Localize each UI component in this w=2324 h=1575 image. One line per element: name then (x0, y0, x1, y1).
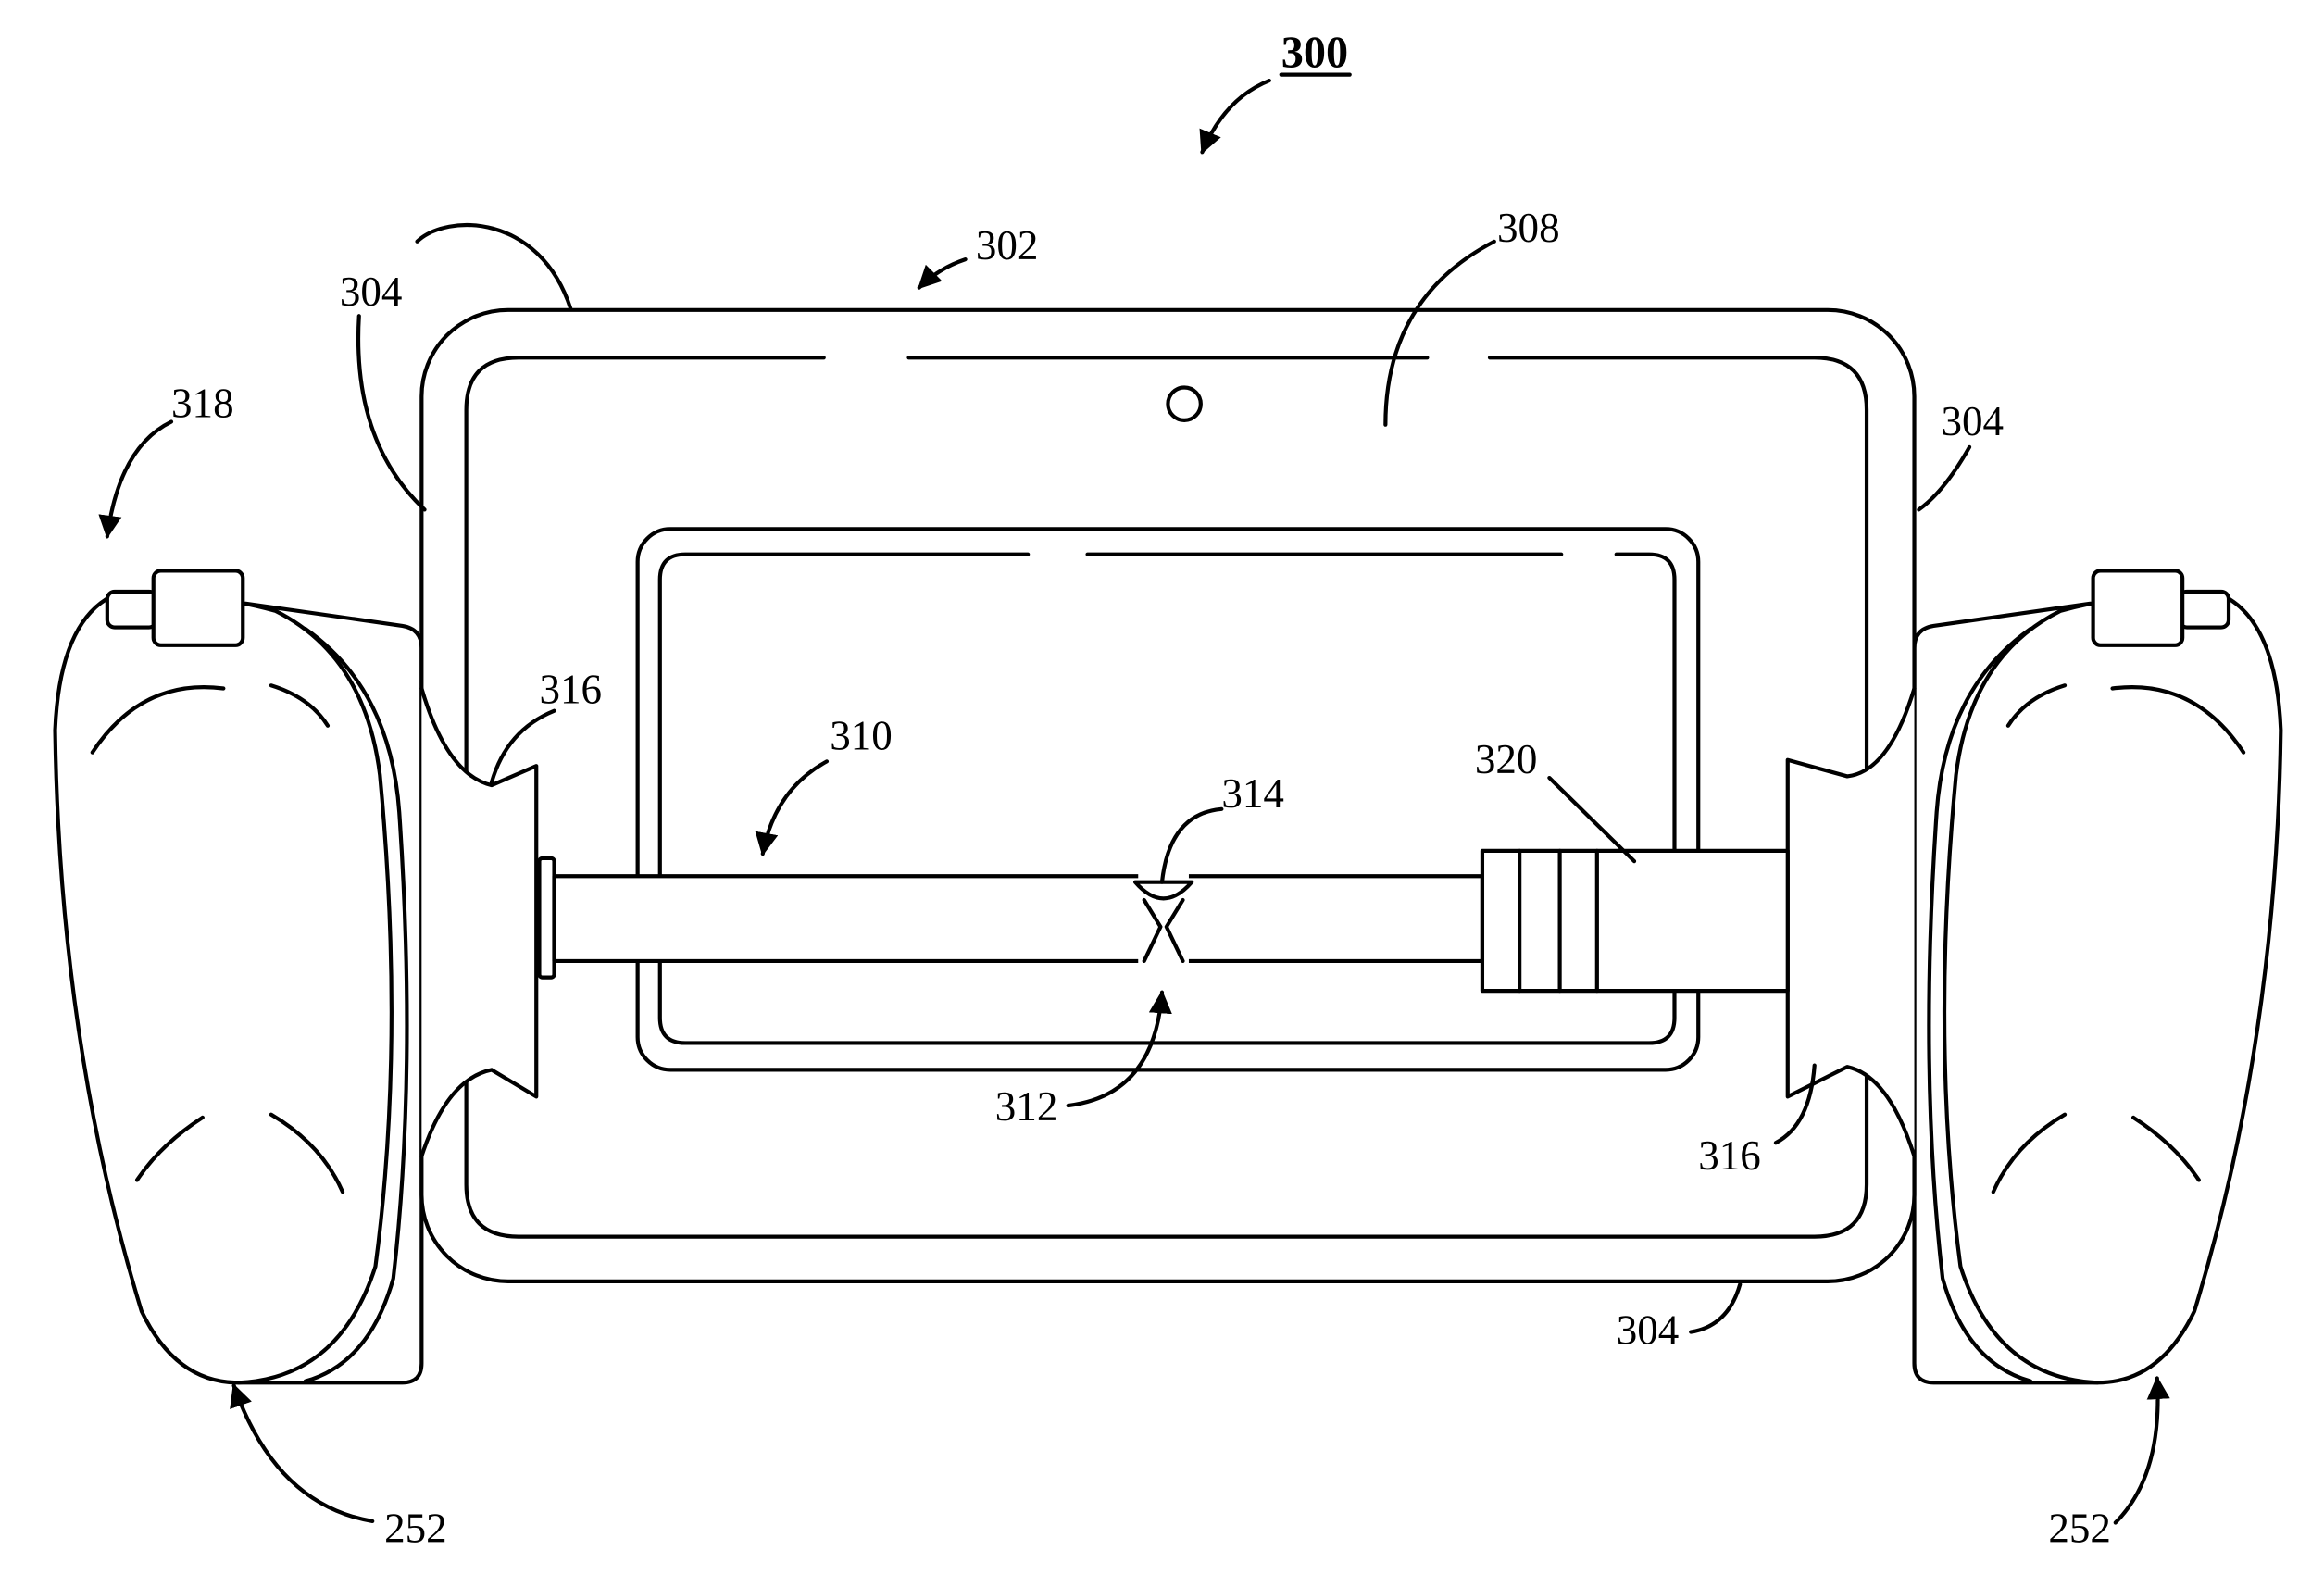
callout-252-left: 252 (384, 1505, 447, 1551)
leader-304-top-left (356, 314, 427, 512)
leader-320 (1547, 775, 1637, 864)
leader-304-bottom (1689, 1282, 1743, 1334)
callout-252-right: 252 (2048, 1505, 2111, 1551)
right-grip (1912, 569, 2283, 1385)
callout-302: 302 (976, 222, 1039, 269)
leader-252-right-arrow (2113, 1375, 2170, 1525)
left-clamp-fill (421, 688, 537, 1156)
leader-316-right (1773, 1063, 1817, 1145)
callout-314: 314 (1221, 770, 1284, 817)
bar (552, 874, 1485, 964)
right-grip-trigger-tab (2177, 589, 2231, 630)
left-grip-lower-contour-left (134, 1115, 205, 1182)
device-body-outer (419, 307, 1917, 1283)
callout-308: 308 (1497, 205, 1560, 251)
left-grip-upper-contour-small (269, 683, 331, 728)
callout-318: 318 (171, 381, 234, 427)
right-clamp-fill (1787, 688, 1915, 1156)
connector-block (1480, 848, 1790, 994)
left-grip-upper-contour (90, 685, 226, 755)
right-grip-lower-contour-left (2130, 1115, 2201, 1182)
right-grip-side-contour (1927, 627, 2033, 1383)
leader-302-arrow (917, 257, 968, 290)
callout-316-right: 316 (1698, 1132, 1761, 1179)
bar-end-flange (537, 856, 556, 980)
screen-inner (657, 552, 1677, 1045)
right-grip-upper-contour-small (2005, 683, 2068, 728)
callout-312: 312 (995, 1083, 1058, 1130)
callout-316-left: 316 (539, 667, 602, 713)
right-grip-trigger (2091, 569, 2185, 647)
callout-304-right: 304 (1941, 398, 2004, 444)
bar-notch-dome (1132, 880, 1194, 901)
leader-314 (1159, 806, 1224, 884)
right-grip-front-face (1942, 592, 2283, 1385)
left-grip-side-contour (303, 627, 409, 1383)
leader-316-left (489, 708, 556, 784)
device-body-inner-outline (464, 356, 1869, 1239)
left-grip-trigger-tab (105, 589, 159, 630)
leader-304-top-arc (415, 223, 573, 311)
leader-304-right (1917, 444, 1972, 512)
camera-icon (1166, 385, 1203, 422)
left-grip-front-face (53, 592, 394, 1385)
connector-segment-lines (1518, 848, 1599, 994)
callout-310: 310 (830, 712, 893, 758)
left-clamp (419, 686, 539, 1158)
figure-number: 300 (1281, 29, 1348, 78)
leader-252-left-arrow (230, 1383, 375, 1524)
leader-310-arrow (755, 759, 830, 856)
left-grip-lower-contour-right (269, 1112, 345, 1194)
left-grip-trigger (151, 569, 245, 647)
right-grip-upper-contour (2110, 685, 2246, 755)
screen-outer (635, 527, 1701, 1072)
callout-304-top-left: 304 (340, 269, 403, 315)
leader-300-arrow (1199, 78, 1271, 155)
callout-304-bottom: 304 (1617, 1306, 1680, 1353)
leader-312-arrow (1066, 990, 1172, 1108)
bar-notch-left (1142, 897, 1163, 964)
bar-notch-right (1164, 897, 1185, 964)
leader-308 (1383, 239, 1496, 427)
right-grip-lower-contour-right (1991, 1112, 2068, 1194)
left-grip (53, 569, 424, 1385)
callout-320: 320 (1475, 736, 1538, 782)
leader-318-arrow (98, 419, 174, 539)
